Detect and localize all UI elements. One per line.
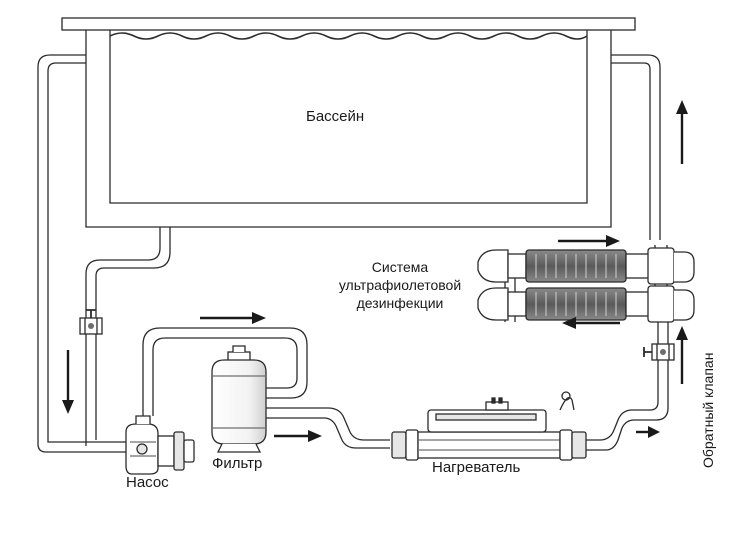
flow-arrow-icon [562,317,620,329]
uv-unit-bottom [477,285,695,323]
water-surface [109,32,588,40]
flow-arrow-icon [676,326,688,384]
pump-to-filter-pipe [142,327,308,416]
heater-to-valve-pipe [586,300,669,451]
pool-basin [61,17,636,228]
uv-system-label: Система ультрафиолетовой дезинфекции [330,258,470,312]
uv-label-line-1: Система [371,259,429,275]
uv-label-line-3: дезинфекции [356,295,444,311]
filter-tank [211,345,267,453]
heater [391,391,587,461]
valve-icon [79,309,103,335]
heater-label: Нагреватель [432,459,521,476]
pump [125,415,195,475]
filter-label: Фильтр [212,455,263,472]
uv-label-line-2: ультрафиолетовой [338,277,462,293]
flow-arrow-icon [676,100,688,164]
drain-pipe [85,227,171,446]
flow-arrow-icon [62,350,74,414]
flow-arrow-icon [200,312,266,324]
left-return-pipe [37,54,128,453]
pool-label: Бассейн [306,108,365,125]
filter-to-heater-pipe [266,407,390,449]
flow-arrow-icon [558,235,620,247]
check-valve-label: Обратный клапан [700,352,716,468]
pump-label: Насос [126,474,169,491]
flow-arrow-icon [274,430,322,442]
uv-system [477,245,695,323]
right-return-pipe [611,54,661,240]
flow-arrow-icon [636,426,660,438]
check-valve [643,343,675,361]
uv-unit-top [477,247,695,285]
